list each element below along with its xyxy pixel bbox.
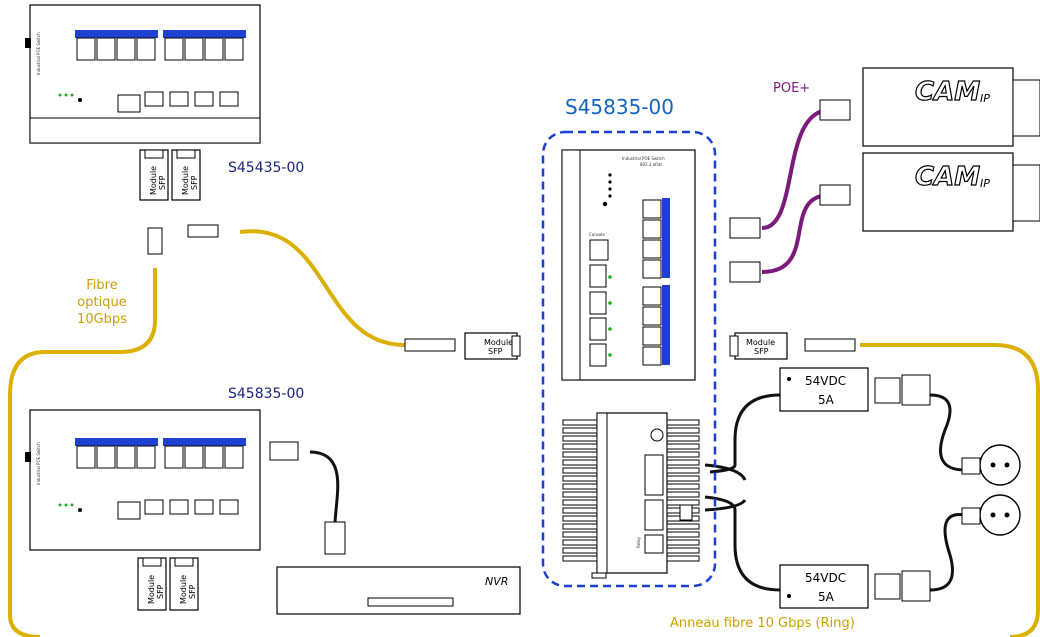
svg-text:IP: IP — [980, 177, 990, 190]
switch-main-subtitle: 802.3 af/at — [640, 162, 662, 167]
svg-text:54VDC: 54VDC — [805, 374, 846, 388]
sfp-module-bottom-left: Module SFP — [137, 557, 167, 611]
svg-text:Module: Module — [181, 166, 190, 195]
sfp-module-bottom-right: Module SFP — [169, 557, 199, 611]
sfp-module-main-right: Module SFP — [729, 332, 788, 360]
switch-main-dashed-border — [541, 130, 717, 588]
poe-cable-1 — [761, 108, 831, 230]
sfp-module-main-left: Module SFP — [464, 332, 521, 360]
svg-text:SFP: SFP — [158, 175, 167, 190]
svg-text:Module: Module — [484, 338, 513, 347]
fiber-connector-main-left — [404, 338, 456, 352]
fiber-connector-main-right — [804, 338, 856, 352]
switch-top-sfp-ports — [117, 91, 239, 113]
fibre-label-line1: Fibre — [86, 278, 117, 293]
ethernet-plug-switch — [269, 441, 299, 461]
svg-text:SFP: SFP — [754, 347, 769, 356]
svg-text:Module: Module — [179, 575, 188, 604]
relay-label: Relay — [636, 536, 641, 548]
poe-cable-2 — [761, 193, 831, 274]
ethernet-plug-nvr — [324, 521, 346, 555]
svg-text:54VDC: 54VDC — [805, 571, 846, 585]
fiber-connector-vertical — [147, 227, 163, 255]
svg-text:5A: 5A — [818, 393, 835, 407]
switch-main: Industrial POE Switch 802.3 af/at Consol… — [561, 149, 696, 381]
svg-text:Module: Module — [149, 166, 158, 195]
svg-text:SFP: SFP — [488, 347, 503, 356]
svg-text:IP: IP — [980, 92, 990, 105]
psu-top: 54VDC 5A — [779, 367, 931, 412]
power-cable-bot-left — [704, 495, 781, 592]
power-cable-top-left — [709, 393, 781, 474]
poe-label: POE+ — [773, 81, 810, 96]
ip-camera-2: CAM IP — [862, 152, 1040, 232]
power-cable-bot-left-2 — [704, 499, 747, 512]
switch-top-title: Industrial POE Switch — [36, 32, 41, 75]
svg-text:Module: Module — [147, 575, 156, 604]
svg-text:5A: 5A — [818, 590, 835, 604]
switch-top: Industrial POE Switch — [25, 4, 261, 144]
switch-main-title: Industrial POE Switch — [622, 156, 665, 161]
switch-main-power-panel: Relay — [562, 412, 700, 579]
switch-bottom-model-label: S45835-00 — [228, 386, 304, 402]
ring-label: Anneau fibre 10 Gbps (Ring) — [670, 616, 855, 631]
switch-top-ports — [76, 37, 244, 61]
switch-main-console-label: Console — [589, 232, 605, 237]
mains-plug-1-icon — [961, 444, 1021, 486]
power-cable-bot-right — [929, 513, 966, 592]
fiber-connector-horizontal — [187, 224, 219, 238]
power-cable-top-right — [929, 393, 966, 472]
psu-bottom: 54VDC 5A — [779, 564, 931, 609]
rj45-plug-poe-1 — [729, 217, 761, 239]
fiber-cable-center — [239, 229, 440, 347]
sfp-module-top-left: Module SFP — [139, 149, 169, 201]
power-cable-top-left-2 — [704, 463, 747, 481]
sfp-module-top-right: Module SFP — [171, 149, 201, 201]
ethernet-cable-nvr — [309, 450, 340, 526]
rj45-plug-poe-2 — [729, 261, 761, 283]
switch-bottom: Industrial POE Switch — [25, 409, 261, 551]
ip-camera-1: CAM IP — [862, 67, 1040, 147]
svg-text:SFP: SFP — [188, 584, 197, 599]
svg-text:CAM: CAM — [915, 77, 980, 107]
switch-main-model-label: S45835-00 — [565, 95, 674, 119]
svg-text:SFP: SFP — [190, 175, 199, 190]
svg-text:SFP: SFP — [156, 584, 165, 599]
rj45-plug-cam-1 — [819, 99, 851, 121]
switch-top-model-label: S45435-00 — [228, 160, 304, 176]
fiber-cable-left — [8, 268, 157, 637]
switch-bottom-title: Industrial POE Switch — [36, 442, 41, 485]
rj45-plug-cam-2 — [819, 184, 851, 206]
nvr-label: NVR — [485, 575, 508, 588]
mains-plug-2-icon — [961, 494, 1021, 536]
fiber-ring-cable — [860, 343, 1040, 637]
fibre-label-line3: 10Gbps — [77, 312, 127, 327]
svg-text:CAM: CAM — [915, 162, 980, 192]
nvr-device: NVR — [276, 566, 521, 615]
fibre-label-line2: optique — [77, 295, 126, 310]
svg-text:Module: Module — [746, 338, 775, 347]
